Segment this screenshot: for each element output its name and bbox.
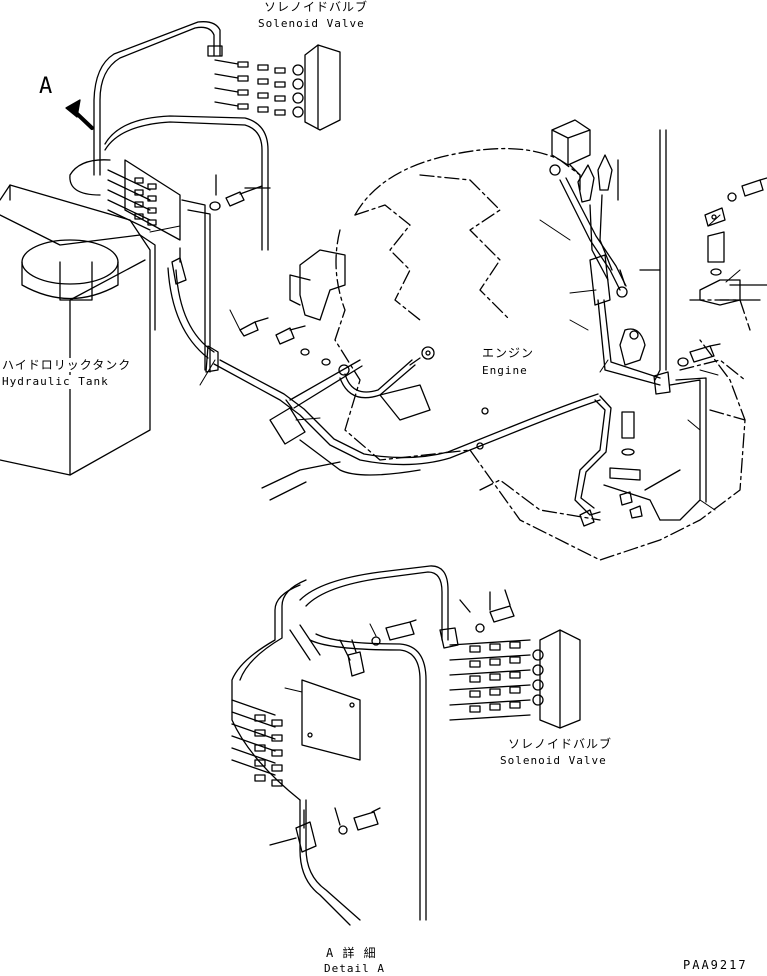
engine-block (334, 147, 751, 561)
inline-connector (269, 399, 306, 445)
view-arrow-label: A (39, 74, 53, 99)
engine-ground-cable (239, 317, 435, 399)
clip-left (167, 247, 219, 373)
detail-a-lower-clamp (269, 807, 381, 853)
detail-a-harness (231, 565, 449, 926)
detail-a-clamp-top (339, 619, 417, 677)
detail-a-title-jp: A 詳 細 (326, 946, 377, 960)
harness-upper (69, 21, 269, 251)
leader-lines-main (149, 214, 741, 511)
right-bolts (653, 177, 767, 521)
relay (551, 119, 591, 191)
harness-connectors-top (237, 61, 286, 116)
detail-a-connectors (254, 714, 283, 787)
solenoid-valve-detail-label-jp: ソレノイドバルブ (508, 737, 613, 751)
engine-label-jp: エンジン (482, 346, 535, 360)
detail-a-plate (289, 624, 361, 761)
hydraulic-tank (0, 184, 156, 476)
tank-connector-bracket (107, 159, 211, 373)
engine-block-solid (289, 249, 489, 450)
right-harness (549, 129, 667, 386)
solenoid-valve-top (207, 44, 341, 131)
right-lower-wiring (574, 395, 681, 527)
solenoid-valve-top-label-en: Solenoid Valve (258, 17, 365, 30)
detail-a-title-en: Detail A (324, 962, 385, 975)
hydraulic-tank-label-en: Hydraulic Tank (2, 375, 109, 389)
engine-label-en: Engine (482, 364, 528, 378)
harness-to-engine (213, 359, 601, 501)
hydraulic-tank-label-jp: ハイドロリックタンク (2, 358, 132, 372)
bolt-washer-upper (209, 174, 271, 211)
detail-a-solenoid (439, 589, 581, 729)
solenoid-valve-detail-label-en: Solenoid Valve (500, 754, 607, 767)
valve-connectors-top (292, 64, 304, 118)
solenoid-valve-top-label-jp: ソレノイドバルブ (264, 0, 369, 14)
leader-lines-detail (284, 623, 377, 693)
view-arrow-a (65, 99, 94, 130)
drawing-code: PAA9217 (683, 958, 748, 972)
